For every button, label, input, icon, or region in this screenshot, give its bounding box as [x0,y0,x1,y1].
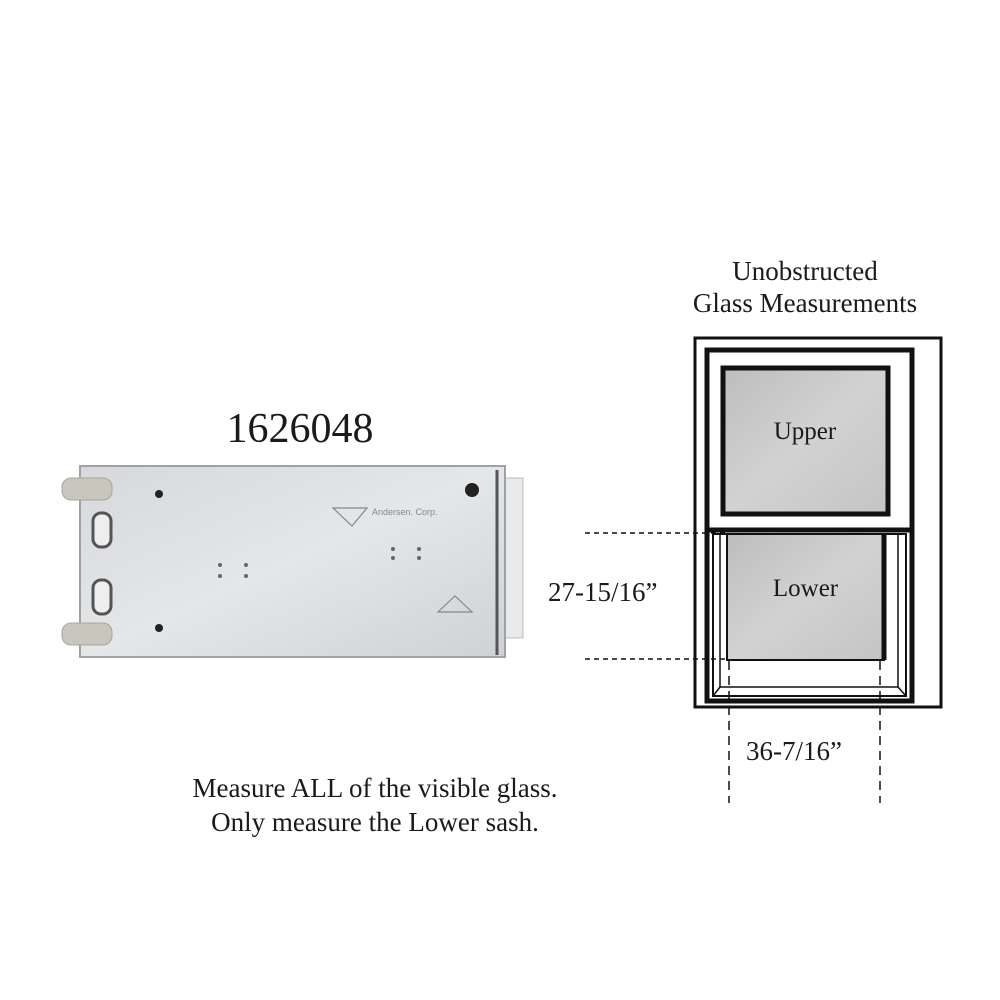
part-image: Andersen. Corp. [61,465,524,658]
part-hole [155,624,163,632]
logo-triangle-icon [331,507,369,527]
height-measurement: 27-15/16” [548,577,658,607]
diagram-title-line1: Unobstructed [732,256,878,286]
inner-frame [704,347,915,704]
part-pin-bottom [61,622,113,646]
logo-triangle-icon [436,595,474,613]
window-diagram [585,336,943,803]
part-hole [155,490,163,498]
lower-glass [726,533,885,661]
part-hole [465,483,479,497]
upper-glass [720,365,891,517]
width-measurement: 36-7/16” [746,736,842,766]
instruction-line2: Only measure the Lower sash. [211,807,539,837]
part-logo-text: Andersen. Corp. [372,507,438,517]
instruction-line1: Measure ALL of the visible glass. [192,773,558,803]
diagram-title-line2: Glass Measurements [692,288,918,318]
part-slot [91,578,113,616]
part-number: 1626048 [226,406,374,452]
outer-frame [693,336,943,709]
part-slot [91,511,113,549]
part-plate [79,465,506,658]
lower-sash-label: Lower [772,575,839,602]
upper-sash-label: Upper [773,418,837,445]
part-pin-top [61,477,113,501]
